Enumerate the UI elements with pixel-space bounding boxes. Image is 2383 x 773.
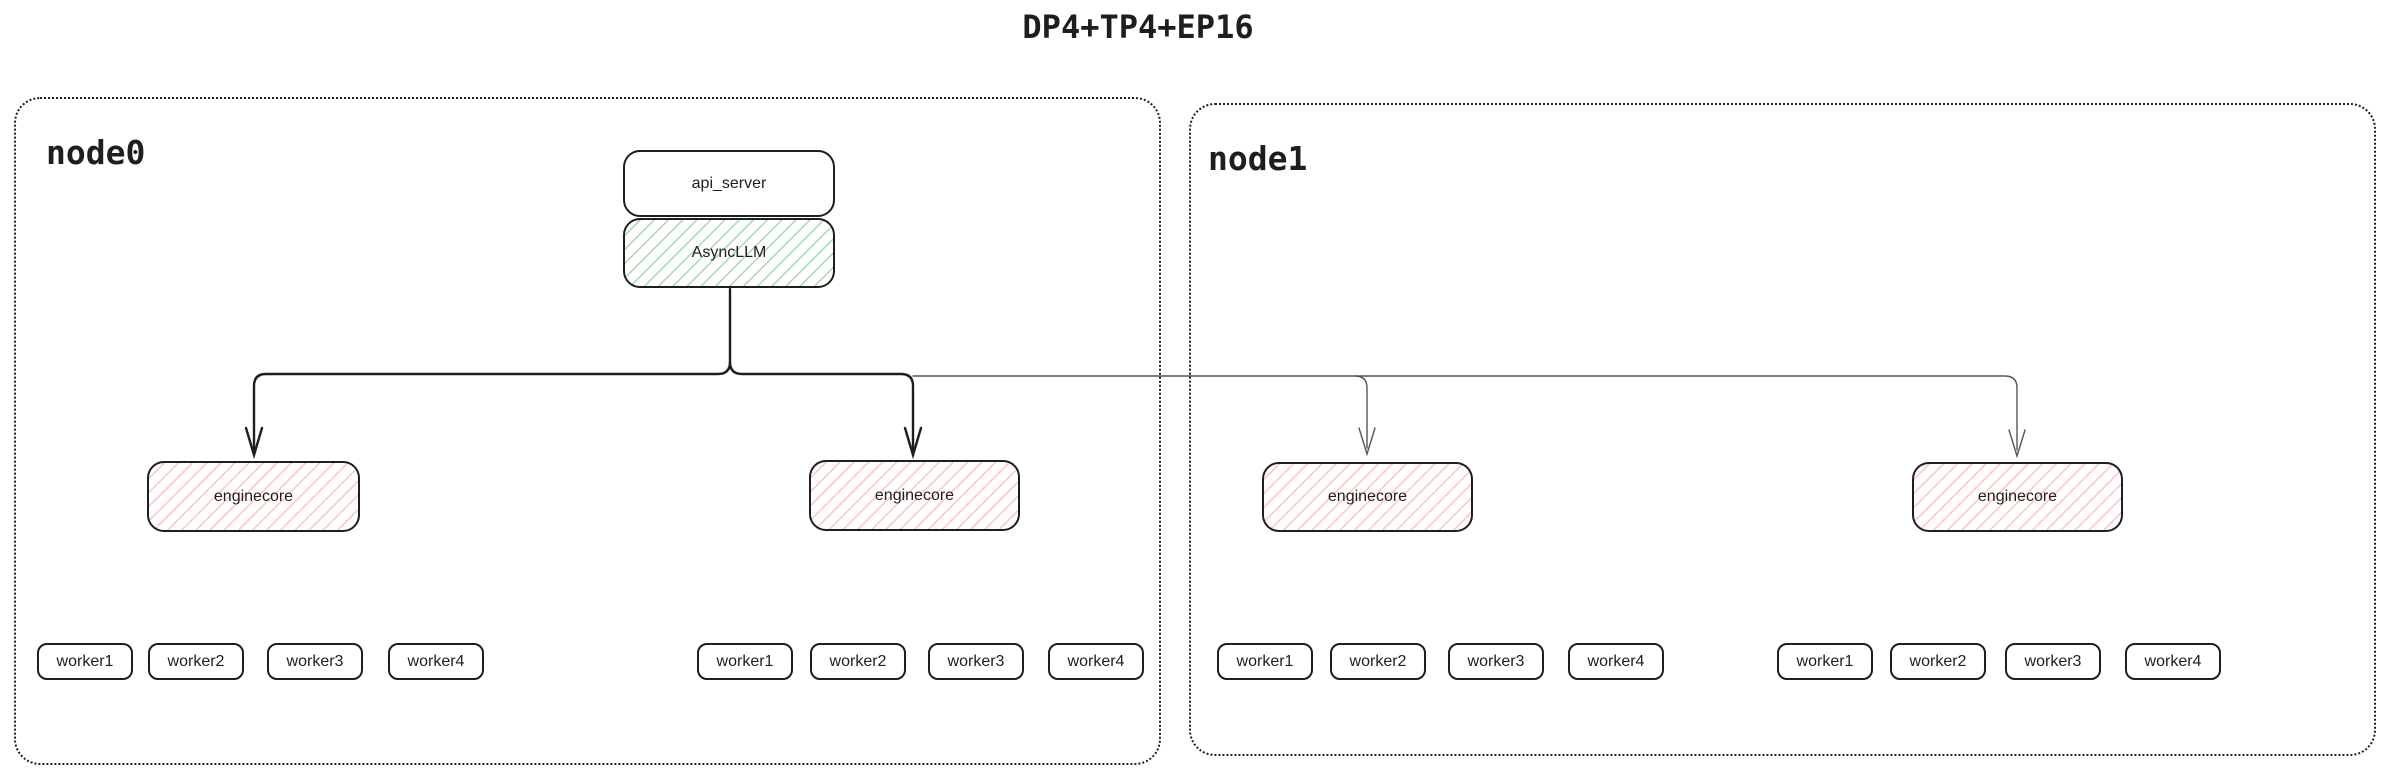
enginecore-label: enginecore <box>213 487 294 505</box>
worker-box: worker2 <box>1890 643 1986 680</box>
worker-box: worker4 <box>1048 643 1144 680</box>
worker-label: worker1 <box>1796 652 1854 670</box>
worker-label: worker3 <box>947 652 1005 670</box>
enginecore-box-node0-1: enginecore <box>147 461 360 532</box>
enginecore-label: enginecore <box>1977 488 2058 505</box>
enginecore-box-node1-2: enginecore <box>1912 462 2123 532</box>
worker-label: worker2 <box>167 652 225 670</box>
enginecore-label: enginecore <box>874 486 955 504</box>
worker-label: worker3 <box>286 652 344 670</box>
worker-box: worker2 <box>148 643 244 680</box>
worker-box: worker1 <box>37 643 133 680</box>
worker-box: worker3 <box>928 643 1024 680</box>
worker-label: worker2 <box>1909 652 1967 670</box>
worker-box: worker4 <box>2125 643 2221 680</box>
worker-box: worker3 <box>1448 643 1544 680</box>
worker-box: worker2 <box>810 643 906 680</box>
worker-label: worker1 <box>1236 652 1294 670</box>
api-server-box: api_server <box>623 150 835 217</box>
worker-box: worker3 <box>267 643 363 680</box>
worker-box: worker2 <box>1330 643 1426 680</box>
diagram-title: DP4+TP4+EP16 <box>1022 8 1254 46</box>
enginecore-box-node1-1: enginecore <box>1262 462 1473 532</box>
worker-box: worker4 <box>1568 643 1664 680</box>
worker-box: worker1 <box>697 643 793 680</box>
enginecore-label: enginecore <box>1327 488 1408 505</box>
node0-label: node0 <box>46 133 146 172</box>
async-llm-label: AsyncLLM <box>691 244 767 261</box>
async-llm-box: AsyncLLM <box>623 218 835 288</box>
worker-label: worker1 <box>56 652 114 670</box>
enginecore-box-node0-2: enginecore <box>809 460 1020 531</box>
worker-box: worker4 <box>388 643 484 680</box>
worker-label: worker1 <box>716 652 774 670</box>
worker-label: worker3 <box>1467 652 1525 670</box>
api-server-label: api_server <box>691 174 767 192</box>
worker-label: worker3 <box>2024 652 2082 670</box>
worker-label: worker2 <box>1349 652 1407 670</box>
worker-box: worker1 <box>1777 643 1873 680</box>
worker-label: worker2 <box>829 652 887 670</box>
worker-box: worker3 <box>2005 643 2101 680</box>
node1-label: node1 <box>1208 139 1308 178</box>
worker-box: worker1 <box>1217 643 1313 680</box>
worker-label: worker4 <box>1067 652 1125 670</box>
worker-label: worker4 <box>407 652 465 670</box>
worker-label: worker4 <box>1587 652 1645 670</box>
worker-label: worker4 <box>2144 652 2202 670</box>
